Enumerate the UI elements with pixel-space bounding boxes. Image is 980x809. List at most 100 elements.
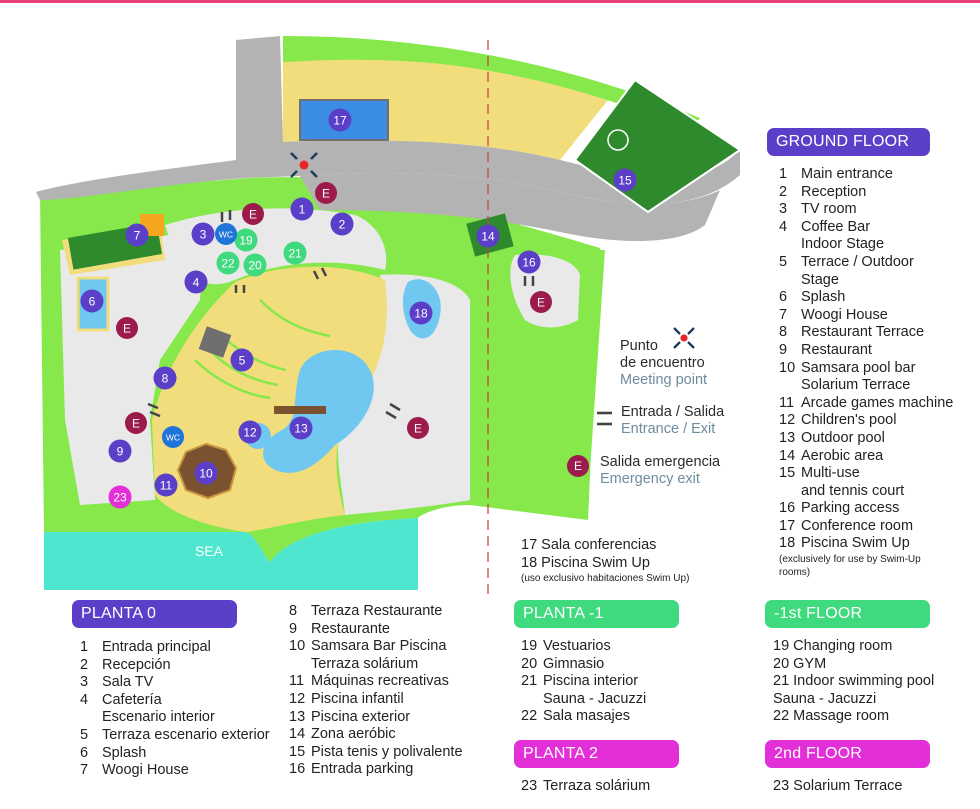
- list-item-text: Sala TV: [102, 674, 154, 691]
- list-item-number: 12: [289, 690, 306, 707]
- list-item-text: Conference room: [801, 517, 914, 534]
- list-item: 19 Changing room: [773, 638, 934, 656]
- entrance-es: Entrada / Salida: [621, 404, 725, 420]
- map-marker-3[interactable]: 3: [191, 222, 215, 246]
- map-marker-circle: [230, 348, 254, 372]
- map-marker-1[interactable]: 1: [290, 197, 314, 221]
- list-item-text: Restaurant Terrace: [801, 324, 925, 341]
- list-item-number: 10: [289, 638, 306, 655]
- list-item-number: 8: [289, 603, 298, 619]
- list-item-number: 5: [80, 726, 89, 743]
- map-marker-11[interactable]: 11: [154, 473, 178, 497]
- map-marker-circle: [216, 251, 240, 275]
- emergency-exit-circle: [530, 291, 552, 313]
- emergency-es: Salida emergencia: [600, 454, 721, 470]
- map-marker-circle: [290, 197, 314, 221]
- map-marker-label: 1: [299, 203, 306, 217]
- list-item-text: Zona aeróbic: [311, 726, 396, 743]
- planta0-title: PLANTA 0: [72, 600, 237, 628]
- list-item-number: 14: [289, 726, 306, 743]
- map-marker-label: 15: [618, 174, 632, 188]
- map-marker-15[interactable]: 15: [613, 168, 637, 192]
- map-marker-13[interactable]: 13: [289, 416, 313, 440]
- map-marker-circle: [234, 228, 258, 252]
- map-marker-circle: [409, 301, 433, 325]
- map-marker-8[interactable]: 8: [153, 366, 177, 390]
- map-marker-5[interactable]: 5: [230, 348, 254, 372]
- list-item-continuation: Indoor Stage: [801, 236, 885, 253]
- list-item-text: Woogi House: [102, 762, 189, 779]
- list-item-text: Splash: [102, 744, 147, 761]
- map-marker-22[interactable]: 22: [216, 251, 240, 275]
- list-item-continuation: Solarium Terrace: [801, 377, 911, 394]
- map-marker-label: 17: [333, 114, 347, 128]
- planta-1-title: PLANTA -1: [514, 600, 679, 628]
- list-item: Sauna - Jacuzzi: [773, 691, 934, 709]
- map-marker-18[interactable]: 18: [409, 301, 433, 325]
- list-item-text: Sauna - Jacuzzi: [773, 690, 877, 707]
- wc-marker-circle: [215, 223, 237, 245]
- map-marker-label: 20: [248, 259, 262, 273]
- map-marker-circle: [191, 222, 215, 246]
- list-item-text: Piscina interior: [543, 673, 639, 690]
- list-item-number: 1: [779, 166, 788, 182]
- meeting-point-icon: [290, 152, 318, 178]
- map-marker-circle: [476, 224, 500, 248]
- map-marker-6[interactable]: 6: [80, 289, 104, 313]
- map-marker-label: 18: [414, 307, 428, 321]
- center-extra: 17 Sala conferencias 18 Piscina Swim Up …: [521, 537, 689, 585]
- map-marker-4[interactable]: 4: [184, 270, 208, 294]
- map-marker-14[interactable]: 14: [476, 224, 500, 248]
- list-item-text: Entrada parking: [311, 761, 414, 778]
- list-item-text: 19 Changing room: [773, 638, 893, 654]
- map-marker-circle: [328, 108, 352, 132]
- list-item-continuation: and tennis court: [801, 482, 905, 499]
- map-marker-9[interactable]: 9: [108, 439, 132, 463]
- map-marker-label: 12: [243, 426, 257, 440]
- map-marker-10[interactable]: 10: [194, 461, 218, 485]
- map-marker-17[interactable]: 17: [328, 108, 352, 132]
- list-item-text: Coffee Bar: [801, 218, 871, 235]
- emergency-exit-label: E: [249, 208, 257, 222]
- map-marker-23[interactable]: 23: [108, 485, 132, 509]
- map-marker-20[interactable]: 20: [243, 253, 267, 277]
- second-floor-title: 2nd FLOOR: [765, 740, 930, 768]
- map-marker-21[interactable]: 21: [283, 241, 307, 265]
- map-marker-16[interactable]: 16: [517, 250, 541, 274]
- list-item-text: 20 GYM: [773, 655, 827, 672]
- map-marker-2[interactable]: 2: [330, 212, 354, 236]
- entrance-en: Entrance / Exit: [621, 421, 716, 437]
- list-item-number: 2: [80, 656, 89, 673]
- emergency-exit-marker: E: [530, 291, 552, 313]
- emergency-exit-label: E: [537, 296, 545, 310]
- map-marker-19[interactable]: 19: [234, 228, 258, 252]
- list-item-number: 11: [779, 394, 795, 411]
- map-marker-7[interactable]: 7: [125, 223, 149, 247]
- extra-line-18: 18 Piscina Swim Up: [521, 554, 650, 571]
- map-marker-label: 23: [113, 491, 127, 505]
- map-marker-circle: [517, 250, 541, 274]
- map-marker-12[interactable]: 12: [238, 420, 262, 444]
- list-item-number: 21: [521, 673, 538, 690]
- list-item-number: 8: [779, 324, 788, 341]
- emergency-exit-marker: E: [116, 317, 138, 339]
- list-item-text: Restaurant: [801, 341, 872, 358]
- list-item-number: 5: [779, 253, 788, 270]
- list-item-number: 13: [289, 708, 306, 725]
- list-item-number: 4: [779, 218, 788, 235]
- list-item: 21 Piscina interior: [521, 673, 646, 691]
